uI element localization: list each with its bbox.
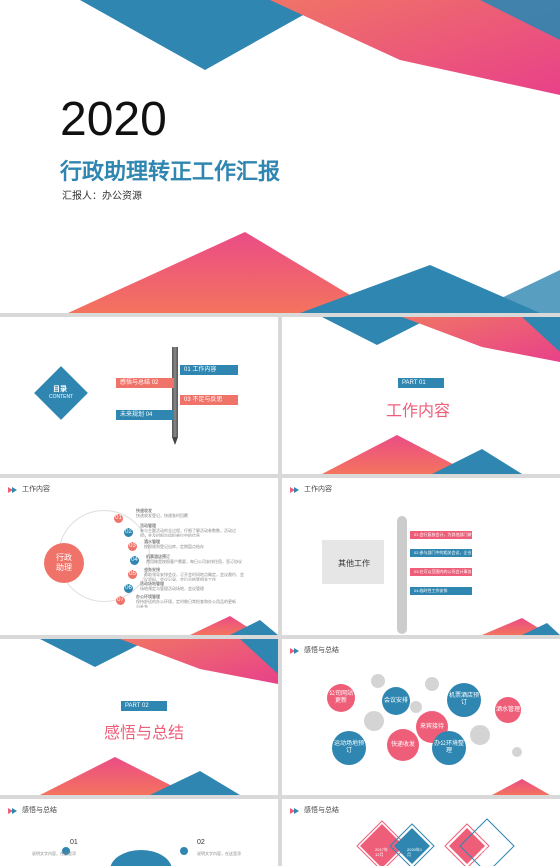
cover-reporter: 汇报人：办公资源 xyxy=(62,191,142,202)
work2-box xyxy=(322,540,384,584)
work1-item-5: 会务安排帮助领导安排会议，订开会时间地点确定，会议邀约、会议资料、会议记录、会后… xyxy=(144,567,244,581)
bubble-2: 会议安排 xyxy=(382,687,410,715)
bubble-gray xyxy=(470,725,490,745)
work2-graphics xyxy=(290,487,560,635)
work1-header: 工作内容 xyxy=(22,486,50,493)
work1-item-7: 办公环境管理保持舒适的办公环境，定时做日常检查和办公用品的更新与补充 xyxy=(136,594,236,608)
bubble-7: 快递收发 xyxy=(387,729,419,761)
work2-slide[interactable]: 工作内容 其他工作 01.会行复核会计，为其他部门做好协调工作 02.参与部门中… xyxy=(282,478,560,635)
bubble-gray xyxy=(425,677,439,691)
bubble-6: 运动场地预订 xyxy=(332,731,366,765)
part1-label: PART 01 xyxy=(398,378,444,388)
part2-slide[interactable]: PART 02 感悟与总结 xyxy=(0,639,278,795)
insight2-circle xyxy=(110,850,172,866)
insight2-desc-1: 说明文字内容，在这里添加具体内容 xyxy=(32,851,76,856)
work2-item-4: 04.临时性工作安排 xyxy=(410,587,472,595)
work1-num-2: 02 xyxy=(124,528,133,537)
bulb-icon xyxy=(62,847,70,855)
toc-slide[interactable]: 目录 CONTENT 01 工作内容 感悟与总结 02 03 不足与反思 未来规… xyxy=(0,317,278,474)
work1-item-6: 活动场地管理场地预定与管理活动场地，会议管理 xyxy=(140,581,204,591)
toc-item-3[interactable]: 03 不足与反思 xyxy=(180,395,238,405)
work1-num-1: 01 xyxy=(114,514,123,523)
toc-item-4[interactable]: 未来规划 04 xyxy=(116,410,174,420)
work1-num-3: 03 xyxy=(128,542,137,551)
date-3: 2020年2月 xyxy=(481,847,497,857)
work2-item-1: 01.会行复核会计，为其他部门做好协调工作 xyxy=(410,531,472,539)
part2-title: 感悟与总结 xyxy=(104,725,185,742)
cover-year: 2020 xyxy=(60,93,167,146)
work1-item-2: 活动管理参与主题活动的全过程，仔细了解活动参数数，活动过程，并及时报告组织单位中… xyxy=(140,523,236,537)
part1-graphics xyxy=(322,317,560,474)
work2-item-3: 03.在可以范围内的公司会计事务 xyxy=(410,568,472,576)
bubble-gray xyxy=(364,711,384,731)
work1-graphics xyxy=(8,487,278,635)
date-2: 2020年1月 xyxy=(407,847,423,857)
insight-header: 感悟与总结 xyxy=(304,647,339,654)
insight2-header: 感悟与总结 xyxy=(22,807,57,814)
toc-badge-sub: CONTENT xyxy=(49,394,74,400)
insight2-num-1: 01 xyxy=(70,839,78,846)
insight3-graphics xyxy=(290,808,515,866)
pencil xyxy=(172,347,178,437)
insight2-graphics xyxy=(8,808,17,814)
work2-item-2: 02.参与部门中的相关会议，企业年会的分工准备及负责完成 xyxy=(410,549,472,557)
date-1: 2017年12月 xyxy=(375,847,388,857)
work1-num-5: 05 xyxy=(128,570,137,579)
bubble-4: 酒水管理 xyxy=(495,697,521,723)
insight-graphics xyxy=(290,648,550,795)
bubble-3: 机票酒店预订 xyxy=(447,683,481,717)
part2-label: PART 02 xyxy=(121,701,167,711)
bubble-1: 公司网站更新 xyxy=(327,684,355,712)
insight2-num-2: 02 xyxy=(197,839,205,846)
insight2-desc-2: 说明文字内容，在这里添加具体内容 xyxy=(197,851,241,856)
work2-box-label: 其他工作 xyxy=(338,559,370,568)
insight3-slide[interactable]: 感悟与总结 2017年12月 2020年1月 2020年2月 xyxy=(282,799,560,866)
work1-num-6: 06 xyxy=(124,584,133,593)
toc-item-2[interactable]: 感悟与总结 02 xyxy=(116,378,174,388)
user-icon xyxy=(180,847,188,855)
work1-slide[interactable]: 工作内容 行政 助理 01 快递收发快递收发登记，快递准时回覆 02 活动管理参… xyxy=(0,478,278,635)
cover-title: 行政助理转正工作汇报 xyxy=(60,159,281,184)
work1-item-3: 酒水管理按照规则登记出库，定期盘点结存 xyxy=(144,539,204,549)
cover-slide[interactable]: 2020 行政助理转正工作汇报 汇报人：办公资源 xyxy=(0,0,560,313)
bubble-gray xyxy=(512,747,522,757)
work1-item-4: 机票酒店预订费用做是按照客户需要，每日公司安排住宿，签订协议 xyxy=(146,554,242,564)
bubble-gray xyxy=(410,701,422,713)
work1-center: 行政 助理 xyxy=(44,543,84,583)
work1-num-4: 04 xyxy=(130,556,139,565)
work2-header: 工作内容 xyxy=(304,486,332,493)
bubble-8: 办公环境整理 xyxy=(432,731,466,765)
toc-badge-title: 目录 xyxy=(53,386,67,393)
insight3-header: 感悟与总结 xyxy=(304,807,339,814)
insight-slide[interactable]: 感悟与总结 公司网站更新 会议安排 机票酒店预订 酒水管理 来宾接待 运动场地预… xyxy=(282,639,560,795)
part1-slide[interactable]: PART 01 工作内容 xyxy=(282,317,560,474)
cover-graphics xyxy=(68,0,560,313)
part2-graphics xyxy=(40,639,278,795)
insight2-slide[interactable]: 感悟与总结 01 说明文字内容，在这里添加具体内容 02 说明文字内容，在这里添… xyxy=(0,799,278,866)
work1-item-1: 快递收发快递收发登记，快递准时回覆 xyxy=(136,508,188,518)
pencil-tip xyxy=(172,437,178,445)
bubble-gray xyxy=(371,674,385,688)
work1-num-7: 07 xyxy=(116,596,125,605)
part1-title: 工作内容 xyxy=(386,403,451,420)
work2-pole xyxy=(397,516,407,634)
toc-item-1[interactable]: 01 工作内容 xyxy=(180,365,238,375)
